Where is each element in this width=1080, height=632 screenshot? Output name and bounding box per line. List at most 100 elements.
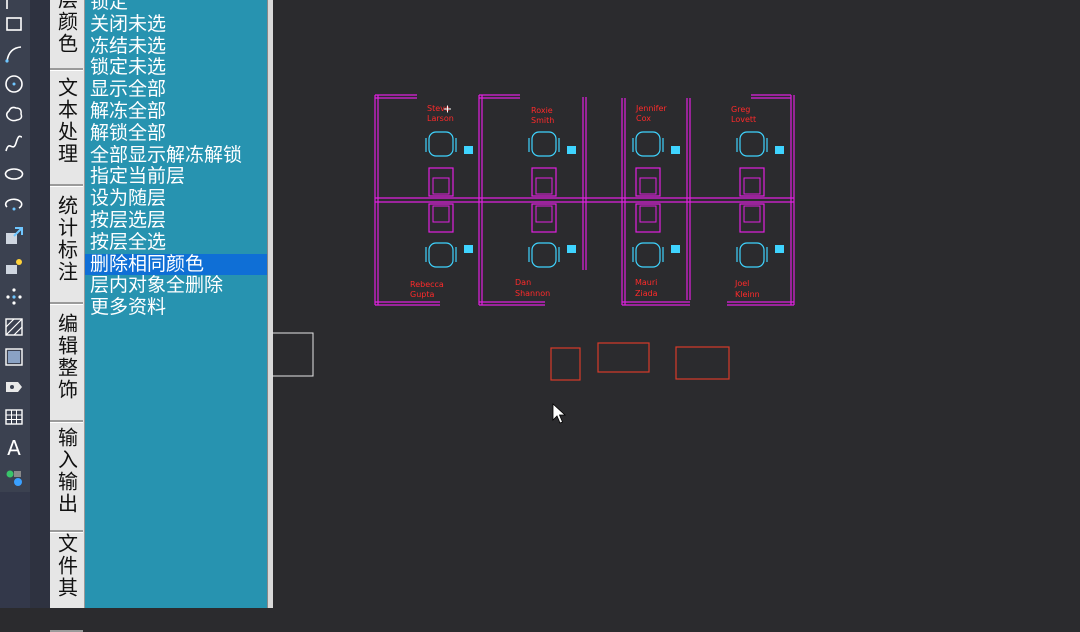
ellipse-arc-icon[interactable] <box>0 190 28 218</box>
command-freeze-unselected[interactable]: 冻结未选 <box>90 35 167 57</box>
desk-bottom-inner <box>535 205 553 223</box>
toolbar-background <box>0 492 30 608</box>
tab-layer-color[interactable]: 层颜色 <box>50 0 83 70</box>
tab-file-other[interactable]: 文件其 <box>50 532 83 632</box>
revision-cloud-icon[interactable] <box>0 100 28 128</box>
command-select-layer-by-layer[interactable]: 按层选层 <box>90 209 167 231</box>
desk-bottom <box>531 203 557 233</box>
name-bottom-3-first: Mauri <box>635 278 657 287</box>
arc-icon[interactable] <box>0 40 28 68</box>
chair-arms-top <box>632 138 664 152</box>
tab-statistics-annotation[interactable]: 统计标注 <box>50 186 83 304</box>
wall-top-3 <box>751 94 791 99</box>
make-block-icon[interactable] <box>0 253 28 281</box>
draw-toolbar: A <box>0 0 31 492</box>
command-set-bylayer[interactable]: 设为随层 <box>90 188 167 210</box>
ellipse-icon[interactable] <box>0 160 28 188</box>
table-icon[interactable] <box>0 403 28 431</box>
name-top-3-first: Jennifer <box>635 104 667 113</box>
cubicle-walls <box>374 94 795 306</box>
tab-text-processing[interactable]: 文本处理 <box>50 70 83 186</box>
region-icon[interactable] <box>0 373 28 401</box>
tab-label: 统计标注 <box>54 195 79 283</box>
desk-top-inner <box>639 177 657 195</box>
name-top-2-last: Smith <box>531 116 554 125</box>
phone-bottom-icon <box>775 245 784 253</box>
red-rect-2[interactable] <box>597 342 650 373</box>
center-spine <box>375 197 794 203</box>
spline-icon[interactable] <box>0 130 28 158</box>
phone-top-icon <box>775 146 784 154</box>
office-chair-bottom-icon <box>739 242 765 268</box>
panel-splitter[interactable] <box>267 0 273 608</box>
command-more-info[interactable]: 更多资料 <box>90 297 167 319</box>
command-lock-unselected[interactable]: 锁定未选 <box>90 57 167 79</box>
desk-top <box>428 167 454 197</box>
desk-bottom-inner <box>743 205 761 223</box>
command-delete-same-color[interactable]: 删除相同颜色 <box>85 253 267 276</box>
command-delete-all-in-layer[interactable]: 层内对象全删除 <box>90 275 224 297</box>
tab-input-output[interactable]: 输入输出 <box>50 422 83 532</box>
command-select-all-by-layer[interactable]: 按层全选 <box>90 231 167 253</box>
polyline-icon[interactable] <box>0 0 28 16</box>
command-thaw-all[interactable]: 解冻全部 <box>90 100 167 122</box>
hatch-icon[interactable] <box>0 313 28 341</box>
command-lock[interactable]: 锁定 <box>90 0 129 13</box>
red-rect-1[interactable] <box>550 347 581 381</box>
chair-arms-bottom <box>632 247 664 262</box>
point-icon[interactable] <box>0 282 28 310</box>
name-top-2-first: Roxie <box>531 106 553 115</box>
chair-arms-bottom <box>736 247 768 262</box>
desk-top-inner <box>535 177 553 195</box>
partition-4 <box>686 98 691 300</box>
command-close-unselected[interactable]: 关闭未选 <box>90 13 167 35</box>
desk-bottom <box>739 203 765 233</box>
wall-top-1 <box>375 94 417 99</box>
gradient-icon[interactable] <box>0 343 28 371</box>
workstation-4 <box>736 131 784 268</box>
phone-bottom-icon <box>567 245 576 253</box>
wall-bottom-1 <box>375 301 440 306</box>
name-top-1-last: Larson <box>427 114 454 123</box>
name-top-4-first: Greg <box>731 105 750 114</box>
tab-label: 输入输出 <box>54 427 79 515</box>
text-icon[interactable]: A <box>0 434 28 462</box>
add-selected-icon[interactable] <box>0 463 28 491</box>
phone-top-icon <box>567 146 576 154</box>
tab-label: 编辑整饰 <box>54 313 79 401</box>
chair-arms-top <box>736 138 768 152</box>
partition-2 <box>582 97 587 270</box>
drawing-canvas[interactable]: Steve Larson Roxie Smith Jennifer Cox Gr… <box>272 0 1080 608</box>
command-unlock-all[interactable]: 解锁全部 <box>90 122 167 144</box>
name-bottom-4-last: Kleinn <box>735 290 760 299</box>
desk-top-inner <box>432 177 450 195</box>
rectangle-icon[interactable] <box>0 10 28 38</box>
phone-top-icon <box>671 146 680 154</box>
name-top-1-first: Steve <box>427 104 450 113</box>
category-tabs: 层颜色 文本处理 统计标注 编辑整饰 输入输出 文件其 <box>50 0 85 632</box>
wall-bottom-2 <box>479 301 545 306</box>
chair-arms-top <box>528 138 560 152</box>
command-panel: 锁定 关闭未选 冻结未选 锁定未选 显示全部 解冻全部 解锁全部 全部显示解冻解… <box>85 0 267 608</box>
office-chair-top-icon <box>635 131 661 157</box>
tab-label: 文件其 <box>54 533 79 599</box>
chair-arms-bottom <box>425 247 457 262</box>
desk-top <box>635 167 661 197</box>
workstation-2 <box>528 131 576 268</box>
circle-icon[interactable] <box>0 70 28 98</box>
red-rect-3[interactable] <box>675 346 730 380</box>
insert-block-icon[interactable] <box>0 222 28 250</box>
name-bottom-1-last: Gupta <box>410 290 434 299</box>
text-glyph: A <box>7 436 21 460</box>
workstation-3 <box>632 131 680 268</box>
command-set-current-layer[interactable]: 指定当前层 <box>90 166 186 188</box>
desk-bottom-inner <box>639 205 657 223</box>
command-show-thaw-unlock-all[interactable]: 全部显示解冻解锁 <box>90 144 243 166</box>
command-show-all[interactable]: 显示全部 <box>90 79 167 101</box>
white-frame-rect <box>272 332 314 377</box>
office-chair-bottom-icon <box>635 242 661 268</box>
wall-right <box>790 95 795 305</box>
office-chair-bottom-icon <box>428 242 454 268</box>
tab-edit-finish[interactable]: 编辑整饰 <box>50 304 83 422</box>
name-bottom-4-first: Joel <box>734 279 749 288</box>
